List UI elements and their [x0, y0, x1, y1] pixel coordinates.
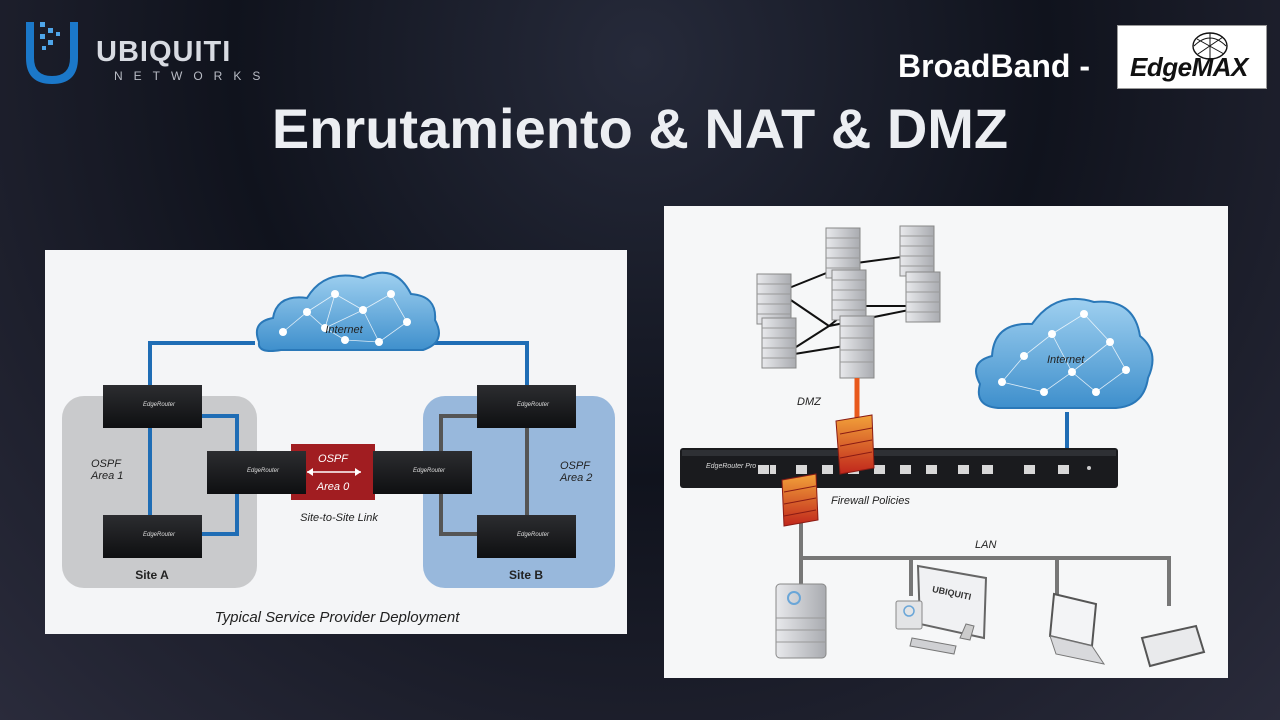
dmz-label: DMZ	[797, 396, 821, 408]
site-link-label: Site-to-Site Link	[300, 512, 378, 524]
product-prefix: BroadBand -	[898, 48, 1090, 84]
ubiquiti-logo-icon	[26, 22, 78, 84]
site-a-label: Site A	[135, 568, 169, 582]
area2-label: OSPF Area 2	[560, 460, 593, 484]
edgemax-globe-icon	[1192, 32, 1228, 60]
router-label: EdgeRouter	[143, 402, 176, 408]
firewall-label: Firewall Policies	[831, 495, 910, 507]
diagram-caption: Typical Service Provider Deployment	[214, 609, 460, 626]
laptop-icon	[1048, 592, 1106, 665]
ubiquiti-logo: UBIQUITI NETWORKS	[18, 14, 260, 86]
monitor-icon	[895, 564, 988, 655]
router-label: EdgeRouter	[517, 532, 550, 538]
firewall-icon	[781, 414, 875, 527]
router-label: EdgeRouter	[413, 468, 446, 474]
router-label: EdgeRouter	[247, 468, 280, 474]
server-icon	[756, 225, 941, 379]
internet-label: Internet	[1047, 354, 1085, 366]
cloud-icon	[255, 271, 440, 352]
router-label: EdgeRouter	[143, 532, 176, 538]
area0-bottom-label: Area 0	[316, 481, 350, 493]
page-title: Enrutamiento & NAT & DMZ	[271, 97, 1009, 160]
edgemax-logo-text: EdgeMAX	[1130, 52, 1248, 82]
internet-label: Internet	[325, 324, 363, 336]
edgemax-logo: EdgeMAX	[1117, 25, 1267, 89]
ospf-deployment-diagram: Internet OSPF Area 1 OSPF Area 2 OSPF Ar…	[45, 250, 627, 634]
router-label: EdgeRouter Pro	[706, 463, 757, 470]
router-label: EdgeRouter	[517, 402, 550, 408]
site-b-label: Site B	[508, 568, 544, 582]
tablet-icon	[1140, 624, 1206, 668]
lan-label: LAN	[975, 539, 997, 551]
router-icon	[103, 385, 576, 558]
cloud-icon	[975, 297, 1154, 409]
brand-word: UBIQUITI	[96, 36, 232, 68]
server-icon	[775, 583, 827, 659]
area1-label: OSPF Area 1	[91, 458, 124, 482]
brand-subtitle: NETWORKS	[114, 69, 272, 83]
dmz-firewall-diagram: DMZ Internet Firewall Policies LAN EdgeR…	[664, 206, 1228, 678]
area0-top-label: OSPF	[318, 453, 348, 465]
